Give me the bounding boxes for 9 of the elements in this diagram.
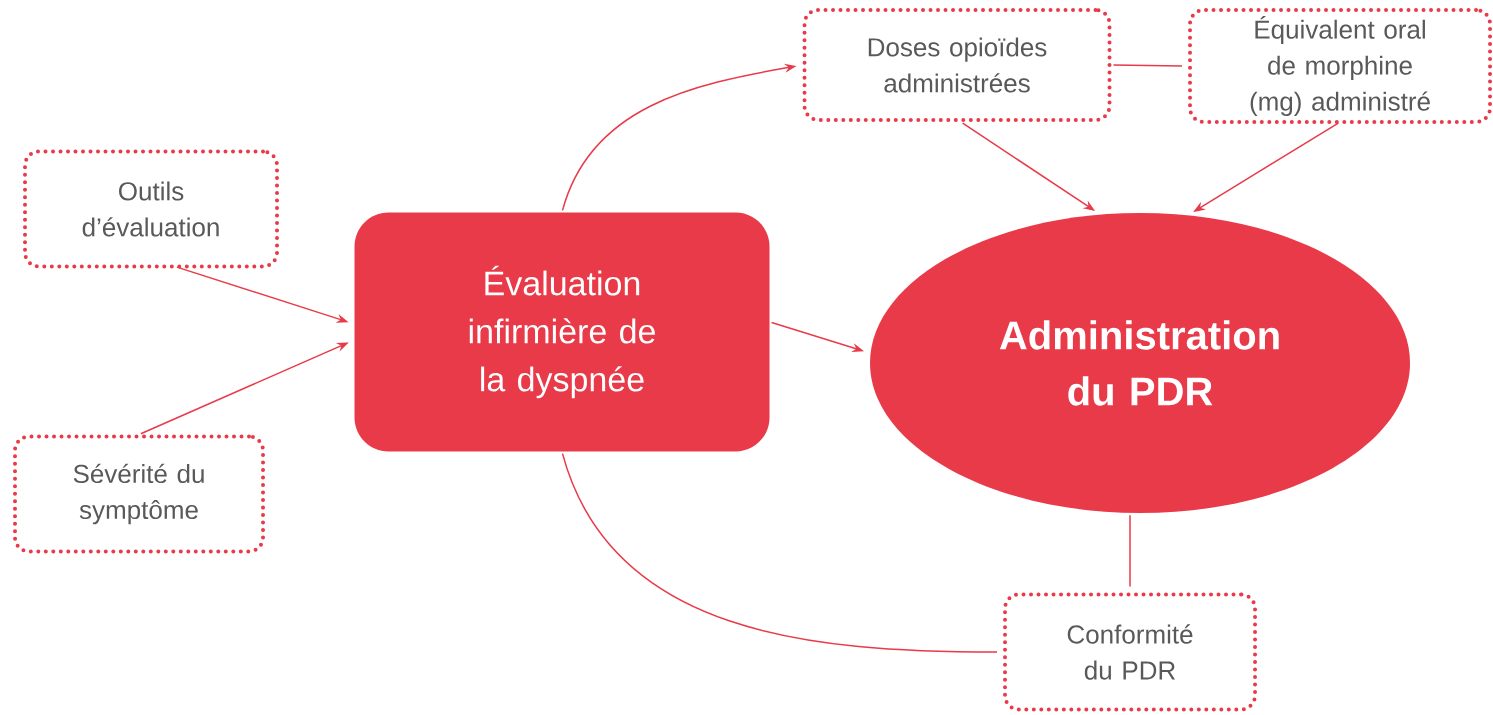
dotted-box: Doses opioïdes administrées (802, 8, 1112, 122)
dotted-box: Équivalent oral de morphine (mg) administré (1188, 8, 1492, 124)
dotted-box: Outils d’évaluation (23, 149, 279, 269)
connector-line (1129, 514, 1131, 588)
connector-line (561, 452, 998, 653)
dotted-box: Sévérité du symptôme (13, 434, 265, 554)
connector-line (1112, 64, 1183, 67)
dotted-box: Conformité du PDR (1003, 592, 1257, 712)
process-box: Évaluation infirmière de la dyspnée (354, 212, 770, 452)
